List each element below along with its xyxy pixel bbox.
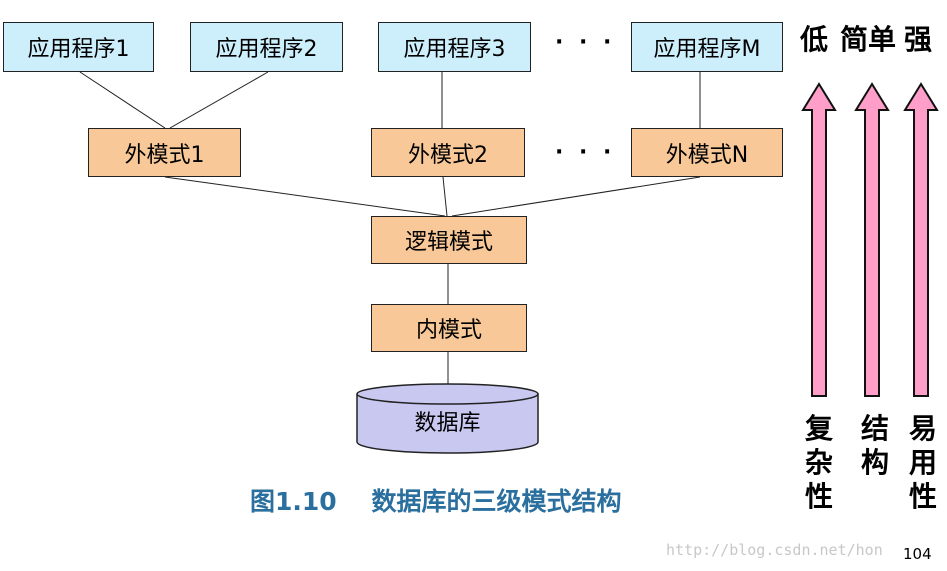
label-simple: 简单 [840,23,897,56]
application-label: 应用程序1 [27,37,130,62]
database-cylinder [356,383,539,454]
application-label: 应用程序3 [403,37,506,62]
application-box-2: 应用程序2 [190,22,343,72]
line-extn-logic [451,176,701,217]
external-schema-box-2: 外模式2 [371,128,525,177]
watermark: http://blog.csdn.net/hon [666,541,883,559]
internal-schema-box: 内模式 [371,304,527,352]
external-schema-box-1: 外模式1 [88,128,241,177]
up-arrow-icon [801,82,837,397]
database-label: 数据库 [414,411,481,436]
application-label: 应用程序2 [215,37,318,62]
label-complexity: 复杂性 [804,412,833,513]
line-app2-ext1 [169,71,269,129]
line-ext2-logic [442,176,448,217]
application-box-1: 应用程序1 [3,22,154,72]
label-strong: 强 [904,23,933,56]
logical-schema-box: 逻辑模式 [371,216,527,264]
up-arrow-icon [854,82,890,397]
application-ellipsis: · · · [555,30,616,55]
external-schema-label: 外模式2 [408,142,488,168]
external-schema-label: 外模式1 [124,142,205,168]
external-schema-box-n: 外模式N [631,128,783,177]
application-label: 应用程序M [653,37,761,62]
external-schema-label: 外模式N [665,142,749,168]
external-schema-ellipsis: · · · [555,140,616,165]
label-low: 低 [800,23,829,56]
application-box-m: 应用程序M [631,22,783,72]
internal-schema-label: 内模式 [415,318,482,343]
figure-caption: 图1.10 数据库的三级模式结构 [250,487,622,516]
label-usability: 易用性 [908,412,937,513]
line-ext1-logic [164,176,446,217]
line-app1-ext1 [79,71,166,129]
label-structure: 结构 [860,412,889,479]
logical-schema-label: 逻辑模式 [404,230,493,255]
page-number: 104 [903,545,932,563]
up-arrow-icon [903,82,939,397]
application-box-3: 应用程序3 [378,22,531,72]
